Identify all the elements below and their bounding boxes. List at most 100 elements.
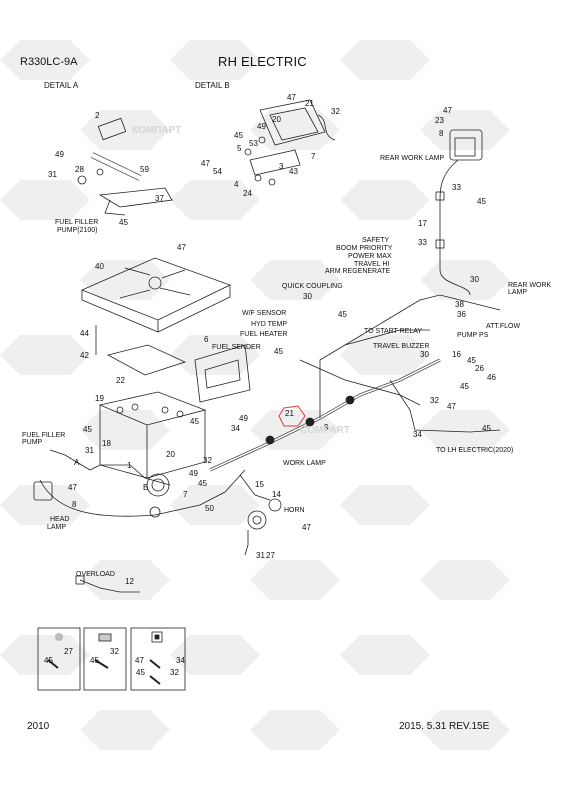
model-label: R330LC-9A xyxy=(20,56,78,68)
part-number: 7 xyxy=(311,152,316,161)
part-number: 24 xyxy=(243,189,252,198)
part-number: 8 xyxy=(72,500,77,509)
part-number: 4 xyxy=(234,180,239,189)
part-number: 31 xyxy=(85,446,94,455)
part-number: 27 xyxy=(266,551,275,560)
part-number: 14 xyxy=(272,490,281,499)
label-rear-work-lamp-2-line1: REAR WORK xyxy=(508,282,552,289)
part-number: 2 xyxy=(95,111,100,120)
part-number: 8 xyxy=(439,129,444,138)
part-number: 45 xyxy=(274,347,283,356)
part-number: 3 xyxy=(279,162,284,171)
part-number: 17 xyxy=(418,219,427,228)
label-pump-ps: PUMP PS xyxy=(457,332,489,339)
part-number: 49 xyxy=(239,414,248,423)
part-number: 45 xyxy=(90,656,99,665)
part-number: 12 xyxy=(125,577,134,586)
part-number: 34 xyxy=(413,430,422,439)
watermark-compart: COMPART xyxy=(300,425,350,436)
part-number: 46 xyxy=(487,373,496,382)
part-number: 40 xyxy=(95,262,104,271)
part-number: 49 xyxy=(55,150,64,159)
part-number: 22 xyxy=(116,376,125,385)
part-number: 28 xyxy=(75,165,84,174)
part-number: 36 xyxy=(457,310,466,319)
part-number: 5 xyxy=(237,144,242,153)
part-number: 47 xyxy=(68,483,77,492)
part-number: 45 xyxy=(482,424,491,433)
part-number: 9 xyxy=(324,423,329,432)
label-travel-buzzer: TRAVEL BUZZER xyxy=(373,343,430,350)
part-number: 7 xyxy=(183,490,188,499)
part-number: 18 xyxy=(102,439,111,448)
fuel-filler-pump-2100-line1: FUEL FILLER xyxy=(55,219,99,226)
part-number: 44 xyxy=(80,329,89,338)
label-power-max: POWER MAX xyxy=(348,253,392,260)
label-rear-work-lamp-2-line2: LAMP xyxy=(508,289,528,296)
label-horn: HORN xyxy=(284,507,305,514)
part-number: 1 xyxy=(127,461,132,470)
part-number: 45 xyxy=(44,656,53,665)
part-number: 53 xyxy=(249,139,258,148)
part-number: 47 xyxy=(302,523,311,532)
part-number: 33 xyxy=(418,238,427,247)
part-number: 47 xyxy=(201,159,210,168)
part-number: 49 xyxy=(189,469,198,478)
part-number: 32 xyxy=(110,647,119,656)
part-number: 26 xyxy=(475,364,484,373)
part-number: 45 xyxy=(119,218,128,227)
part-number: 47 xyxy=(447,402,456,411)
label-fuel-filler-pump-line1: FUEL FILLER xyxy=(22,432,66,439)
detail-b-label: DETAIL B xyxy=(195,81,230,90)
part-number: 34 xyxy=(231,424,240,433)
detail-a-label: DETAIL A xyxy=(44,81,79,90)
part-number: 45 xyxy=(198,479,207,488)
label-att-flow: ATT.FLOW xyxy=(486,323,521,330)
label-wf-sensor: W/F SENSOR xyxy=(242,310,287,317)
part-number: 32 xyxy=(170,668,179,677)
footer-group: 2010 xyxy=(27,721,50,732)
label-rear-work-lamp: REAR WORK LAMP xyxy=(380,155,445,162)
label-overload: OVERLOAD xyxy=(76,571,115,578)
part-number: 16 xyxy=(452,350,461,359)
label-to-lh-electric: TO LH ELECTRIC(2020) xyxy=(436,447,514,454)
part-number: 42 xyxy=(80,351,89,360)
label-fuel-heater: FUEL HEATER xyxy=(240,331,288,338)
part-number: 20 xyxy=(166,450,175,459)
part-number: 6 xyxy=(204,335,209,344)
part-number: 32 xyxy=(203,456,212,465)
label-head-lamp-line2: LAMP xyxy=(47,524,67,531)
page-title: RH ELECTRIC xyxy=(218,54,307,69)
part-number: 38 xyxy=(455,300,464,309)
part-number: 54 xyxy=(213,167,222,176)
part-number: 31 xyxy=(256,551,265,560)
part-number: 37 xyxy=(155,194,164,203)
label-hyd-temp: HYD TEMP xyxy=(251,321,288,328)
part-number: 49 xyxy=(257,122,266,131)
part-number: 45 xyxy=(467,356,476,365)
label-fuel-filler-pump-line2: PUMP xyxy=(22,439,43,446)
part-number: 30 xyxy=(470,275,479,284)
part-number: 32 xyxy=(331,107,340,116)
part-number: 59 xyxy=(140,165,149,174)
part-number: 45 xyxy=(190,417,199,426)
part-number: A xyxy=(74,458,80,467)
part-number: 27 xyxy=(64,647,73,656)
part-number: 30 xyxy=(303,292,312,301)
part-number: 47 xyxy=(443,106,452,115)
part-number: 45 xyxy=(136,668,145,677)
highlight-callout-21 xyxy=(278,405,306,427)
part-number: 47 xyxy=(177,243,186,252)
part-number: 43 xyxy=(289,167,298,176)
label-arm-regenerate: ARM REGENERATE xyxy=(325,268,391,275)
label-safety: SAFETY xyxy=(362,237,390,244)
label-to-start-relay: TO START RELAY xyxy=(364,328,423,335)
part-number: 45 xyxy=(234,131,243,140)
part-number: 45 xyxy=(338,310,347,319)
part-number: B xyxy=(143,483,149,492)
part-number: 47 xyxy=(135,656,144,665)
part-number: 47 xyxy=(287,93,296,102)
label-work-lamp: WORK LAMP xyxy=(283,460,326,467)
part-number: 50 xyxy=(205,504,214,513)
